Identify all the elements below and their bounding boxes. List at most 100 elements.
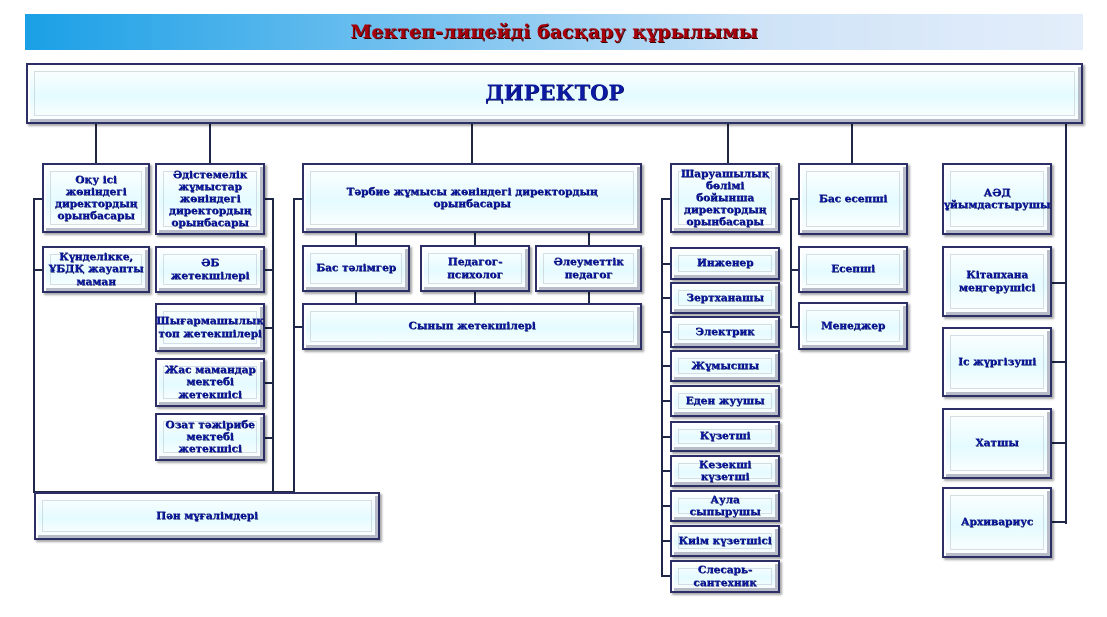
upbringing-item-box: Бас тәлімгер: [302, 245, 410, 292]
box-label: Слесарь-сантехник: [693, 564, 757, 589]
admin-staff-box: Іс жүргізуші: [942, 327, 1052, 397]
upbringing-item-box: Педагог-психолог: [420, 245, 530, 292]
admin-staff-box: АӘД ұйымдастырушы: [942, 163, 1052, 235]
staff-box: Инженер: [670, 247, 780, 280]
connector: [661, 198, 663, 576]
box-label: ӘБ жетекшілері: [170, 257, 250, 282]
connector: [661, 505, 670, 507]
connector: [790, 269, 799, 271]
box-label: Менеджер: [820, 319, 886, 332]
box-label: Сынып жетекшілері: [408, 320, 536, 333]
connector: [265, 327, 274, 329]
box-label: Бас есепші: [818, 192, 888, 205]
box-label: Күнделікке, ҰБДҚ жауапты маман: [48, 251, 144, 288]
box-label: Есепші: [830, 263, 876, 276]
method-item-box: ӘБ жетекшілері: [155, 246, 265, 293]
box-label: Хатшы: [975, 437, 1019, 450]
chart-title: Мектеп-лицейді басқару құрылымы: [350, 21, 758, 43]
connector: [265, 269, 274, 271]
connector: [355, 233, 357, 245]
connector: [33, 198, 42, 200]
accountant-box: Есепші: [798, 246, 908, 293]
connector: [33, 269, 42, 271]
connector: [661, 400, 670, 402]
chief-accountant-box: Бас есепші: [798, 163, 908, 235]
connector: [1052, 361, 1066, 363]
connector: [661, 470, 670, 472]
box-label: Әдістемелік жұмыстар жөніндегі директорд…: [168, 168, 252, 230]
deputy-study-box: Оқу ісі жөніндегі директордың орынбасары: [42, 163, 150, 233]
connector: [661, 365, 670, 367]
method-item-box: Шығармашылық топ жетекшілері: [155, 303, 265, 352]
box-label: Архивариус: [960, 516, 1034, 529]
connector: [1052, 282, 1066, 284]
method-item-box: Озат тәжірибе мектебі жетекшісі: [155, 413, 265, 461]
staff-box: Киім күзетшісі: [670, 525, 780, 557]
box-label: Жас мамандар мектебі жетекшісі: [164, 364, 256, 401]
connector: [474, 233, 476, 245]
staff-box: Еден жуушы: [670, 385, 780, 417]
staff-box: Кезекші күзетші: [670, 455, 780, 487]
connector: [355, 292, 357, 303]
deputy-methodical-box: Әдістемелік жұмыстар жөніндегі директорд…: [155, 163, 265, 235]
connector: [790, 198, 792, 328]
connector: [293, 198, 302, 200]
connector: [209, 124, 211, 163]
deputy-upbringing-box: Тәрбие жұмысы жөніндегі директордың орын…: [302, 163, 642, 233]
connector: [661, 436, 670, 438]
method-item-box: Жас мамандар мектебі жетекшісі: [155, 358, 265, 407]
connector: [293, 198, 295, 492]
box-label: Аула сыпырушы: [689, 493, 761, 518]
admin-staff-box: Хатшы: [942, 408, 1052, 479]
connector: [1052, 521, 1066, 523]
box-label: Еден жуушы: [685, 394, 765, 407]
connector: [851, 124, 853, 163]
connector: [790, 198, 799, 200]
connector: [33, 198, 35, 492]
connector: [661, 540, 670, 542]
box-label: АӘД ұйымдастырушы: [943, 186, 1051, 211]
connector: [588, 233, 590, 245]
box-label: Педагог-психолог: [447, 256, 503, 281]
class-teachers-box: Сынып жетекшілері: [302, 303, 642, 350]
box-label: Озат тәжірибе мектебі жетекшісі: [165, 418, 255, 456]
connector: [661, 198, 670, 200]
staff-box: Электрик: [670, 316, 780, 348]
director-box: ДИРЕКТОР: [26, 63, 1083, 124]
subject-teachers-box: Пән мұғалімдері: [34, 492, 380, 540]
manager-box: Менеджер: [798, 302, 908, 350]
box-label: Шығармашылық топ жетекшілері: [156, 315, 264, 340]
diary-specialist-box: Күнделікке, ҰБДҚ жауапты маман: [42, 246, 150, 293]
connector: [265, 437, 274, 439]
staff-box: Күзетші: [670, 421, 780, 452]
staff-box: Слесарь-сантехник: [670, 560, 780, 593]
box-label: Киім күзетшісі: [678, 534, 772, 547]
box-label: Кітапхана меңгерушісі: [958, 269, 1036, 294]
staff-box: Аула сыпырушы: [670, 490, 780, 522]
admin-staff-box: Кітапхана меңгерушісі: [942, 246, 1052, 317]
box-label: Тәрбие жұмысы жөніндегі директордың орын…: [346, 185, 598, 210]
deputy-economic-box: Шаруашылық бөлімі бойынша директордың ор…: [670, 163, 780, 233]
connector: [272, 198, 274, 492]
connector: [293, 326, 302, 328]
connector: [265, 198, 274, 200]
box-label: Шаруашылық бөлімі бойынша директордың ор…: [680, 167, 770, 229]
box-label: Жұмысшы: [691, 359, 759, 372]
box-label: Зертханашы: [686, 291, 764, 304]
connector: [1052, 442, 1066, 444]
box-label: Пән мұғалімдері: [156, 509, 258, 522]
connector: [661, 331, 670, 333]
connector: [1065, 124, 1067, 524]
connector: [661, 575, 670, 577]
connector: [588, 292, 590, 303]
connector: [95, 124, 97, 163]
box-label: Әлеуметтік педагог: [553, 256, 624, 281]
box-label: Кезекші күзетші: [698, 458, 752, 483]
connector: [790, 326, 799, 328]
box-label: Күзетші: [699, 430, 751, 443]
connector: [471, 124, 473, 163]
box-label: ДИРЕКТОР: [484, 80, 625, 106]
title-bar: Мектеп-лицейді басқару құрылымы: [25, 14, 1083, 50]
box-label: Іс жүргізуші: [957, 355, 1037, 368]
